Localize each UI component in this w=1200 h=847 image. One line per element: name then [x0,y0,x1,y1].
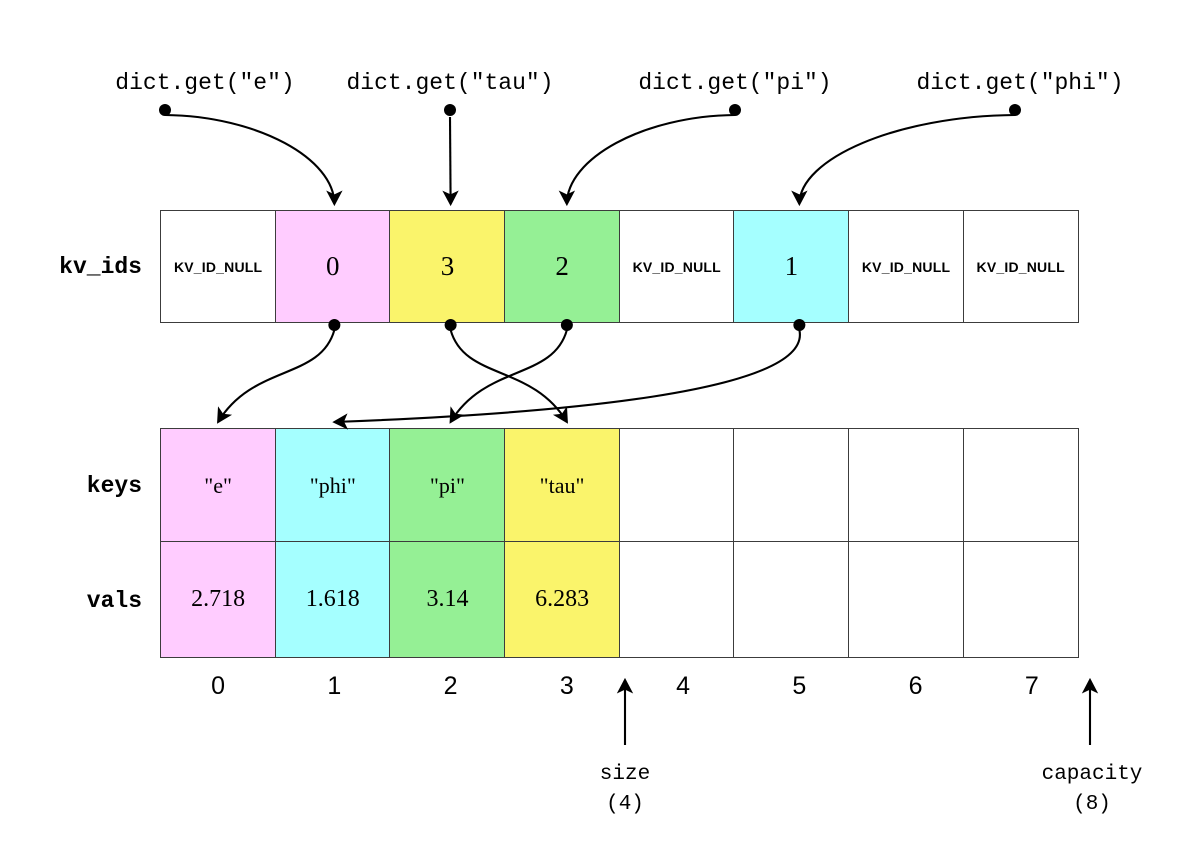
index-label: 2 [443,672,458,700]
cell [847,541,965,658]
cell [618,428,735,543]
connector-dot [159,104,171,116]
connector-arrow [332,329,801,430]
index-label: 6 [908,672,923,700]
cell: "e" [160,428,277,543]
cell: 6.283 [503,541,621,658]
call-label-pi: dict.get("pi") [638,70,832,96]
connector-arrow [217,329,336,424]
cell [962,428,1079,543]
call-label-tau: dict.get("tau") [346,70,554,96]
cell-text: "phi" [309,472,356,498]
null-text: KV_ID_NULL [861,258,951,275]
cell-text: "tau" [539,472,585,498]
null-text: KV_ID_NULL [976,258,1065,275]
cell-text: 3 [440,251,455,281]
null-text: KV_ID_NULL [632,258,721,275]
index-label: 0 [211,672,226,700]
cell: 1.618 [274,541,391,658]
call-label-phi: dict.get("phi") [916,70,1124,96]
connector-arrow [449,329,568,424]
size-annotation: size (4) [600,760,650,821]
cell: 3.14 [389,541,506,658]
cell: "phi" [274,428,391,543]
connector-dot [444,104,456,116]
cell [847,428,965,543]
index-label: 7 [1024,672,1039,700]
connector-arrow [791,113,1016,207]
connector-arrow [558,113,736,207]
capacity-value: (8) [1073,793,1111,817]
cell: 1 [733,210,850,323]
kv-ids-array: KV_ID_NULL 0 3 2 KV_ID_NULL 1 KV_ID_NULL KV_ID_… [160,210,1090,323]
cell: KV_ID_NULL [962,210,1079,323]
keys-array: "e" "phi" "pi" "tau" [160,428,1090,543]
index-label: 5 [792,672,807,700]
vals-array: 2.718 1.618 3.14 6.283 [160,541,1090,658]
connector-arrow [442,116,459,207]
index-label: 4 [676,672,691,700]
cell [962,541,1079,658]
cell-text: "pi" [429,472,465,498]
size-value: (4) [606,793,644,817]
cell: 0 [274,210,391,323]
cell: "tau" [503,428,621,543]
cell-text: 1 [784,251,799,281]
cell: "pi" [389,428,506,543]
capacity-annotation: capacity (8) [1042,760,1143,821]
cell: KV_ID_NULL [847,210,965,323]
connector-dot [729,104,741,116]
cell-text: 0 [326,251,340,281]
cell-text: 6.283 [535,586,590,613]
cell-text: 2 [555,251,569,281]
cell [733,428,850,543]
cell: KV_ID_NULL [618,210,735,323]
size-label: size [599,763,651,786]
row-label-vals: vals [86,588,142,614]
connector-arrow [449,329,568,424]
kv-store-arrays: "e" "phi" "pi" "tau" 2.718 1.618 3.14 6.283 [160,428,1090,658]
connector-arrow [164,113,343,207]
cell: 3 [389,210,506,323]
row-label-kv-ids: kv_ids [59,254,142,280]
null-text: KV_ID_NULL [173,258,263,275]
index-label: 3 [559,672,574,700]
cell: KV_ID_NULL [160,210,277,323]
cell-text: "e" [204,472,232,498]
capacity-label: capacity [1041,763,1143,786]
cell: 2 [503,210,621,323]
cell-text: 2.718 [191,586,246,613]
cell: 2.718 [160,541,277,658]
cell-text: 1.618 [305,586,360,613]
cell [618,541,735,658]
connector-dot [1009,104,1021,116]
cell-text: 3.14 [426,586,469,613]
row-label-keys: keys [86,473,142,499]
call-label-e: dict.get("e") [115,70,295,96]
cell [733,541,850,658]
index-label: 1 [327,672,342,700]
